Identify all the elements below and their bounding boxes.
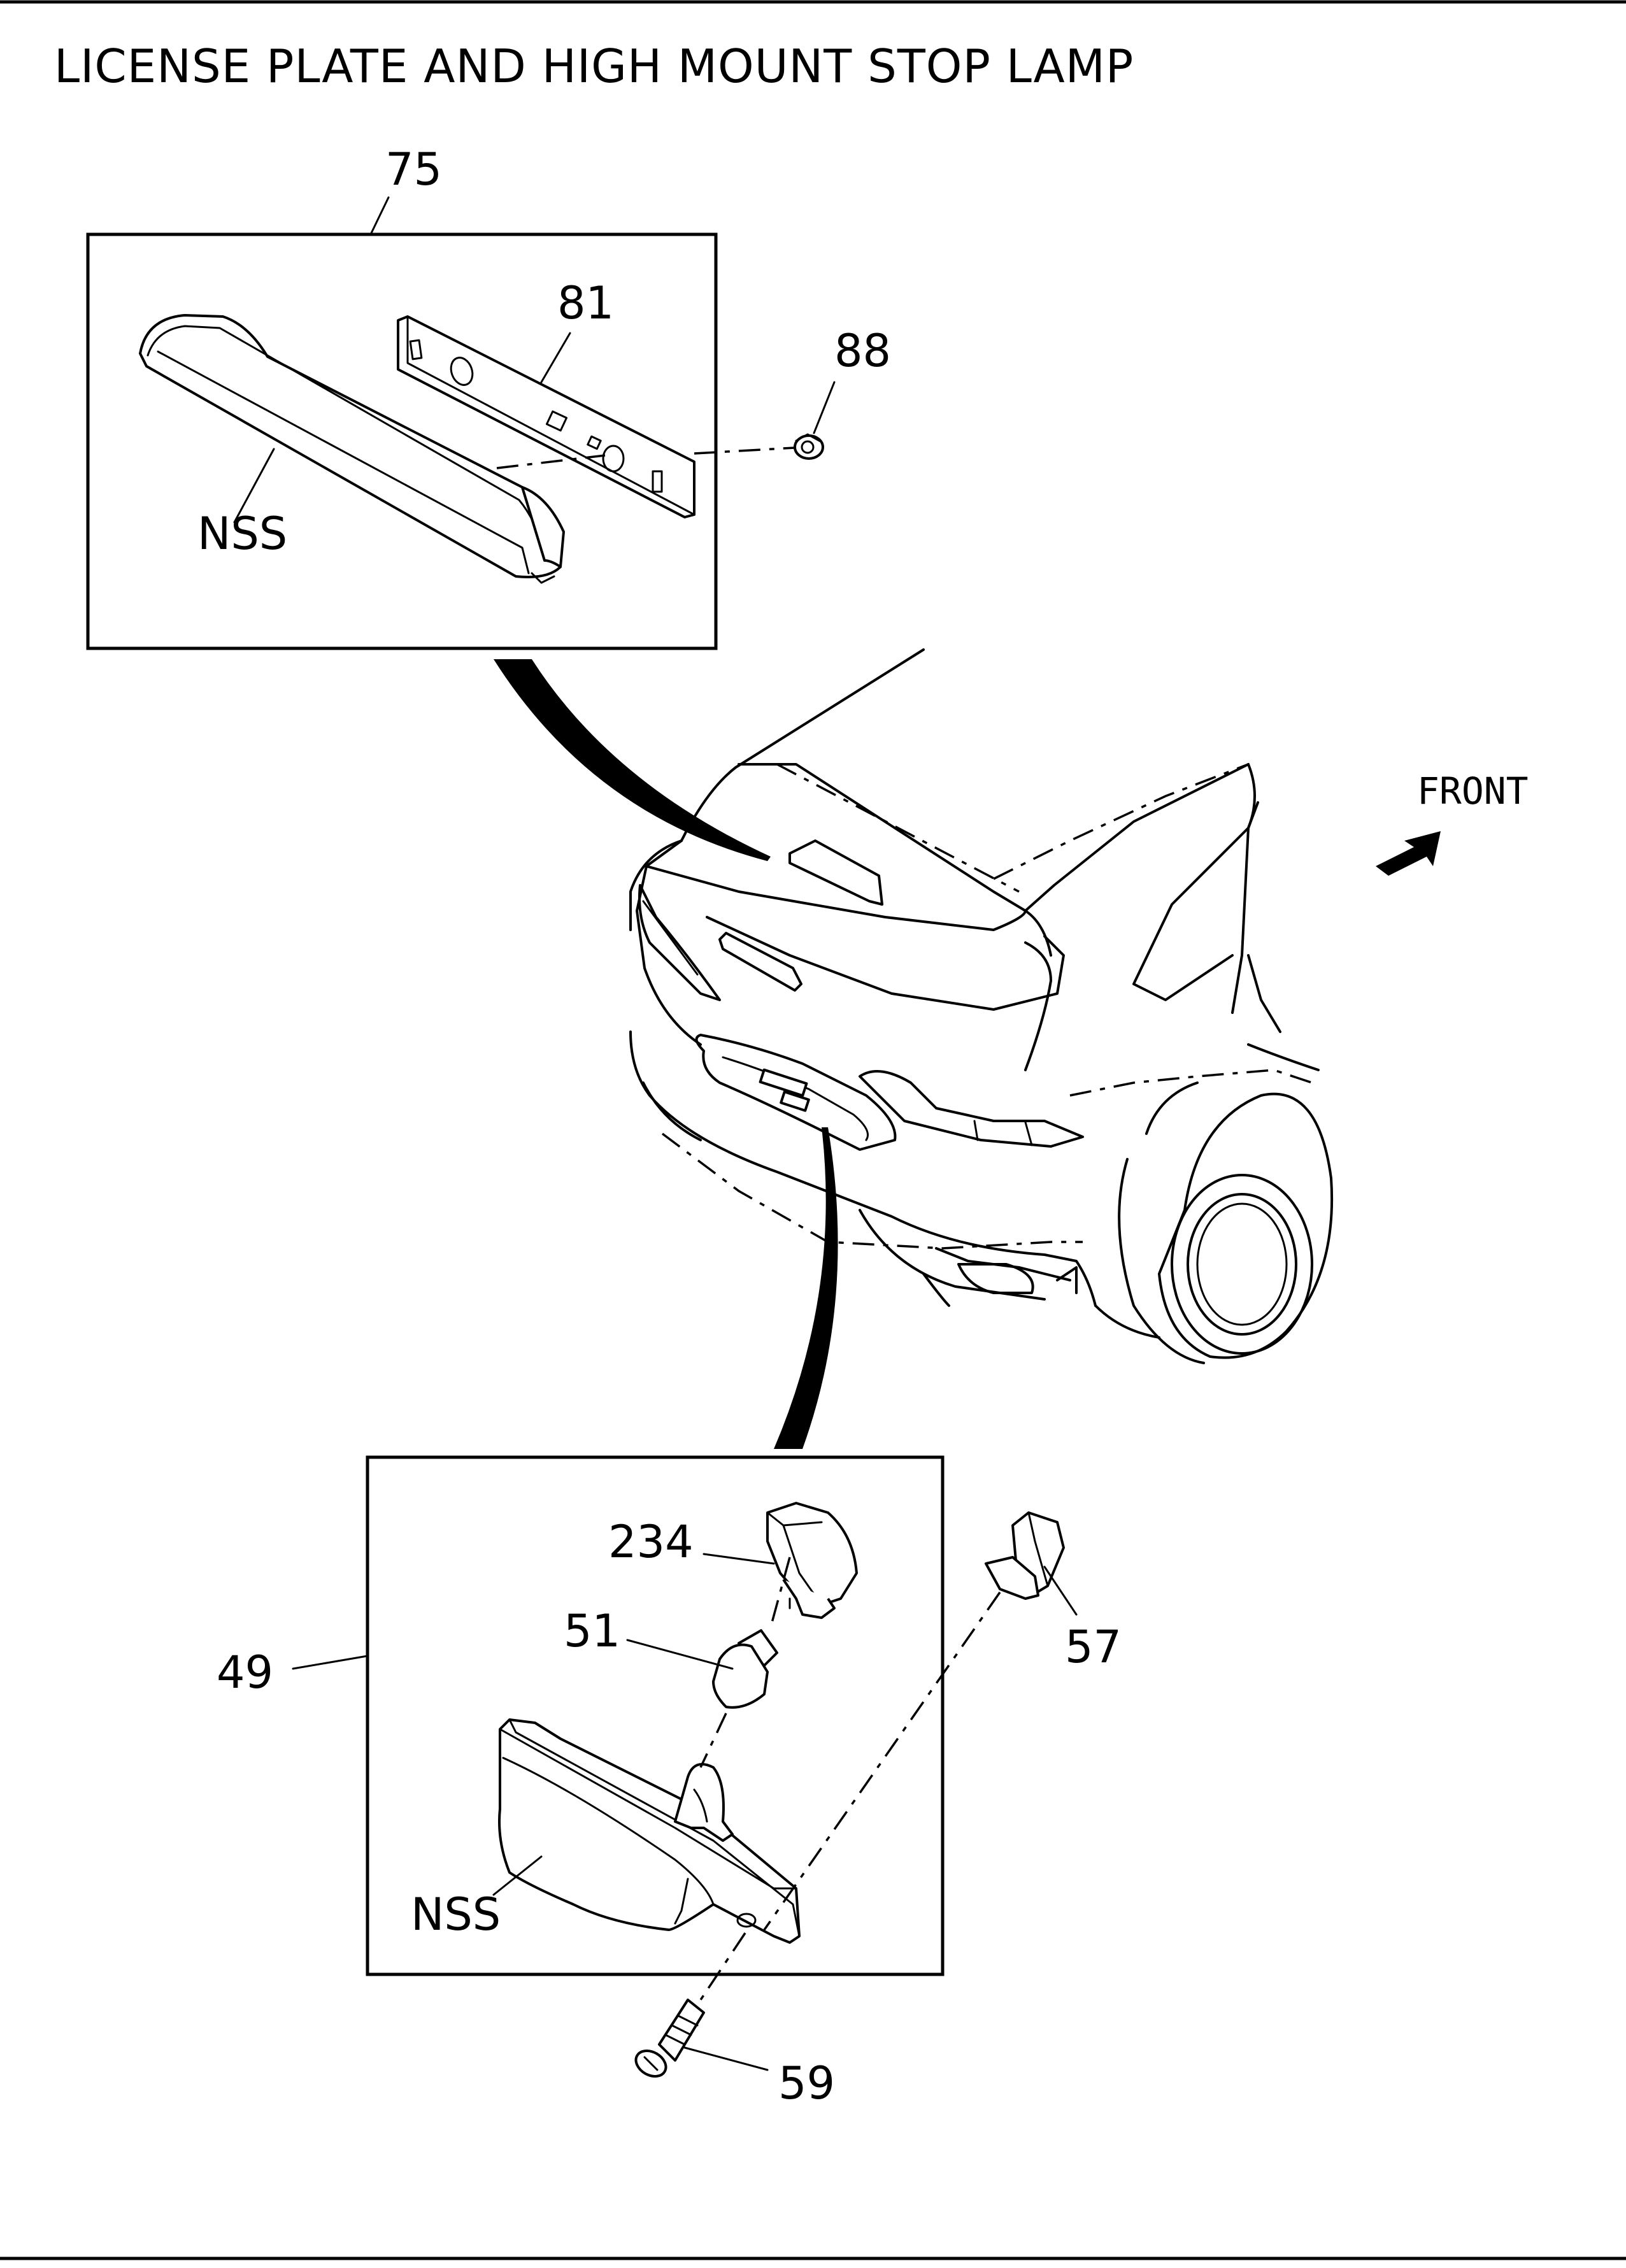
stop-lamp-detail: 75 81 88 NSS [86, 143, 891, 650]
upper-pointer-arrow [494, 659, 771, 861]
license-plate-lamp [498, 1718, 801, 1944]
leader-81 [540, 332, 571, 383]
license-lamp-frame [366, 1455, 945, 1976]
lamp-bracket [397, 315, 695, 518]
leader-51 [626, 1639, 734, 1670]
front-label: FRONT [1417, 769, 1529, 813]
callout-88: 88 [834, 325, 891, 377]
callout-234: 234 [608, 1516, 694, 1568]
nut-88 [794, 433, 824, 460]
callout-nss-upper: NSS [197, 508, 287, 560]
leader-88 [813, 381, 836, 434]
clip-57: 57 [985, 1511, 1122, 1673]
high-mount-stop-lamp [139, 314, 565, 584]
lower-pointer-arrow [774, 1127, 838, 1449]
leader-nss-upper [233, 448, 275, 524]
callout-49: 49 [217, 1646, 273, 1699]
callout-nss-lower: NSS [411, 1888, 501, 1941]
license-lamp-detail: 234 51 49 NSS [217, 1455, 945, 2010]
leader-nss-lower [492, 1855, 543, 1896]
stop-lamp-frame [86, 232, 718, 650]
leader-234 [702, 1553, 775, 1565]
bulb-51 [712, 1629, 778, 1709]
screw-59: 59 [634, 1999, 835, 2109]
leader-75 [369, 196, 390, 236]
front-direction-indicator: FRONT [1376, 769, 1529, 876]
callout-51: 51 [564, 1605, 620, 1657]
leader-57 [1043, 1565, 1078, 1616]
leader-59 [683, 2046, 769, 2071]
callout-57: 57 [1065, 1621, 1122, 1673]
callout-59: 59 [778, 2057, 835, 2109]
vehicle-rear-view [629, 648, 1334, 1364]
lamp-socket-234 [766, 1502, 858, 1619]
front-arrow-icon [1376, 831, 1441, 876]
leader-49 [292, 1655, 369, 1670]
callout-81: 81 [557, 277, 614, 329]
diagram-title: LICENSE PLATE AND HIGH MOUNT STOP LAMP [54, 39, 1134, 93]
callout-75: 75 [385, 143, 442, 196]
